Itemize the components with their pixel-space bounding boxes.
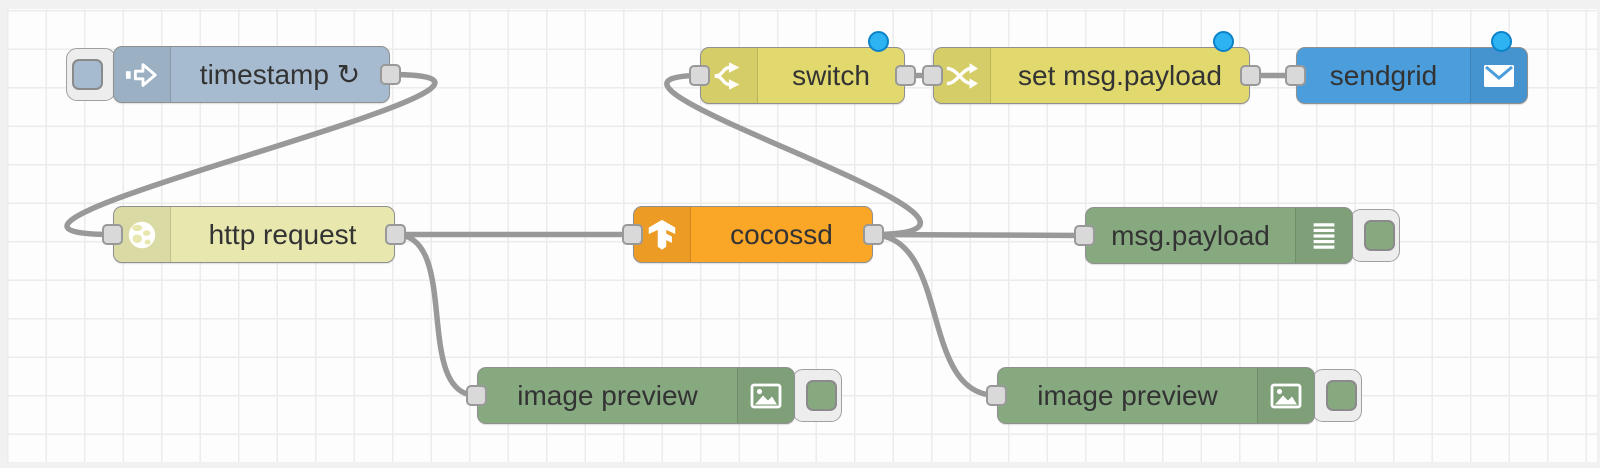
switch-fork-icon <box>701 48 758 103</box>
node-switch[interactable]: switch <box>689 31 916 104</box>
node-label: cocossd <box>730 218 833 250</box>
node-label: image preview <box>1037 379 1218 411</box>
node-label: msg.payload <box>1111 219 1270 251</box>
node-changed-indicator <box>868 31 889 52</box>
envelope-icon <box>1470 48 1527 103</box>
wire-cocossd-to-imagepreview2[interactable] <box>870 231 1000 399</box>
output-port[interactable] <box>895 65 916 86</box>
wire-cocossd-to-switch[interactable] <box>664 72 924 238</box>
node-debug-msg-payload[interactable]: msg.payload <box>1074 207 1400 264</box>
inject-button[interactable] <box>66 48 116 101</box>
node-label: sendgrid <box>1329 59 1438 91</box>
output-port[interactable] <box>863 224 884 245</box>
image-icon <box>737 368 794 423</box>
wire-timestamp-to-httprequest[interactable] <box>64 71 438 238</box>
image-preview-toggle-face <box>805 380 837 411</box>
node-sendgrid[interactable]: sendgrid <box>1285 31 1528 104</box>
node-label: switch <box>792 59 870 91</box>
node-changed-indicator <box>1213 31 1234 52</box>
node-label: set msg.payload <box>1018 59 1222 91</box>
canvas-edge-top <box>0 0 1600 9</box>
node-cocossd[interactable]: cocossd <box>622 206 884 263</box>
image-preview-toggle-button[interactable] <box>1312 369 1362 422</box>
inject-button-face <box>71 59 103 90</box>
canvas-edge-right <box>1597 0 1600 468</box>
output-port[interactable] <box>380 64 401 85</box>
image-preview-toggle-button[interactable] <box>792 369 842 422</box>
image-icon <box>1257 368 1314 423</box>
node-label: http request <box>208 218 357 250</box>
input-port[interactable] <box>986 385 1007 406</box>
input-port[interactable] <box>922 65 943 86</box>
output-port[interactable] <box>385 224 406 245</box>
input-port[interactable] <box>622 224 643 245</box>
node-image-preview-left[interactable]: image preview <box>466 367 842 424</box>
node-image-preview-right[interactable]: image preview <box>986 367 1362 424</box>
wire-httprequest-to-imagepreview1[interactable] <box>392 231 480 399</box>
inject-arrow-icon <box>114 47 171 102</box>
debug-toggle-button[interactable] <box>1350 209 1400 262</box>
canvas-edge-left <box>0 0 7 468</box>
input-port[interactable] <box>689 65 710 86</box>
node-changed-indicator <box>1491 31 1512 52</box>
debug-toggle-face <box>1363 220 1395 251</box>
globe-icon <box>114 207 171 262</box>
output-port[interactable] <box>1240 65 1261 86</box>
input-port[interactable] <box>1285 65 1306 86</box>
node-http-request[interactable]: http request <box>102 206 406 263</box>
debug-lines-icon <box>1295 208 1352 263</box>
wire-cocossd-to-msgpayload[interactable] <box>870 231 1088 239</box>
shuffle-icon <box>934 48 991 103</box>
input-port[interactable] <box>1074 225 1095 246</box>
image-preview-toggle-face <box>1325 380 1357 411</box>
tensorflow-icon <box>634 207 691 262</box>
canvas-edge-bottom <box>0 462 1600 468</box>
node-change-set-msg-payload[interactable]: set msg.payload <box>922 31 1261 104</box>
input-port[interactable] <box>466 385 487 406</box>
input-port[interactable] <box>102 224 123 245</box>
node-inject-timestamp[interactable]: timestamp ↻ <box>66 46 401 103</box>
node-label: image preview <box>517 379 698 411</box>
node-label: timestamp ↻ <box>199 59 361 90</box>
